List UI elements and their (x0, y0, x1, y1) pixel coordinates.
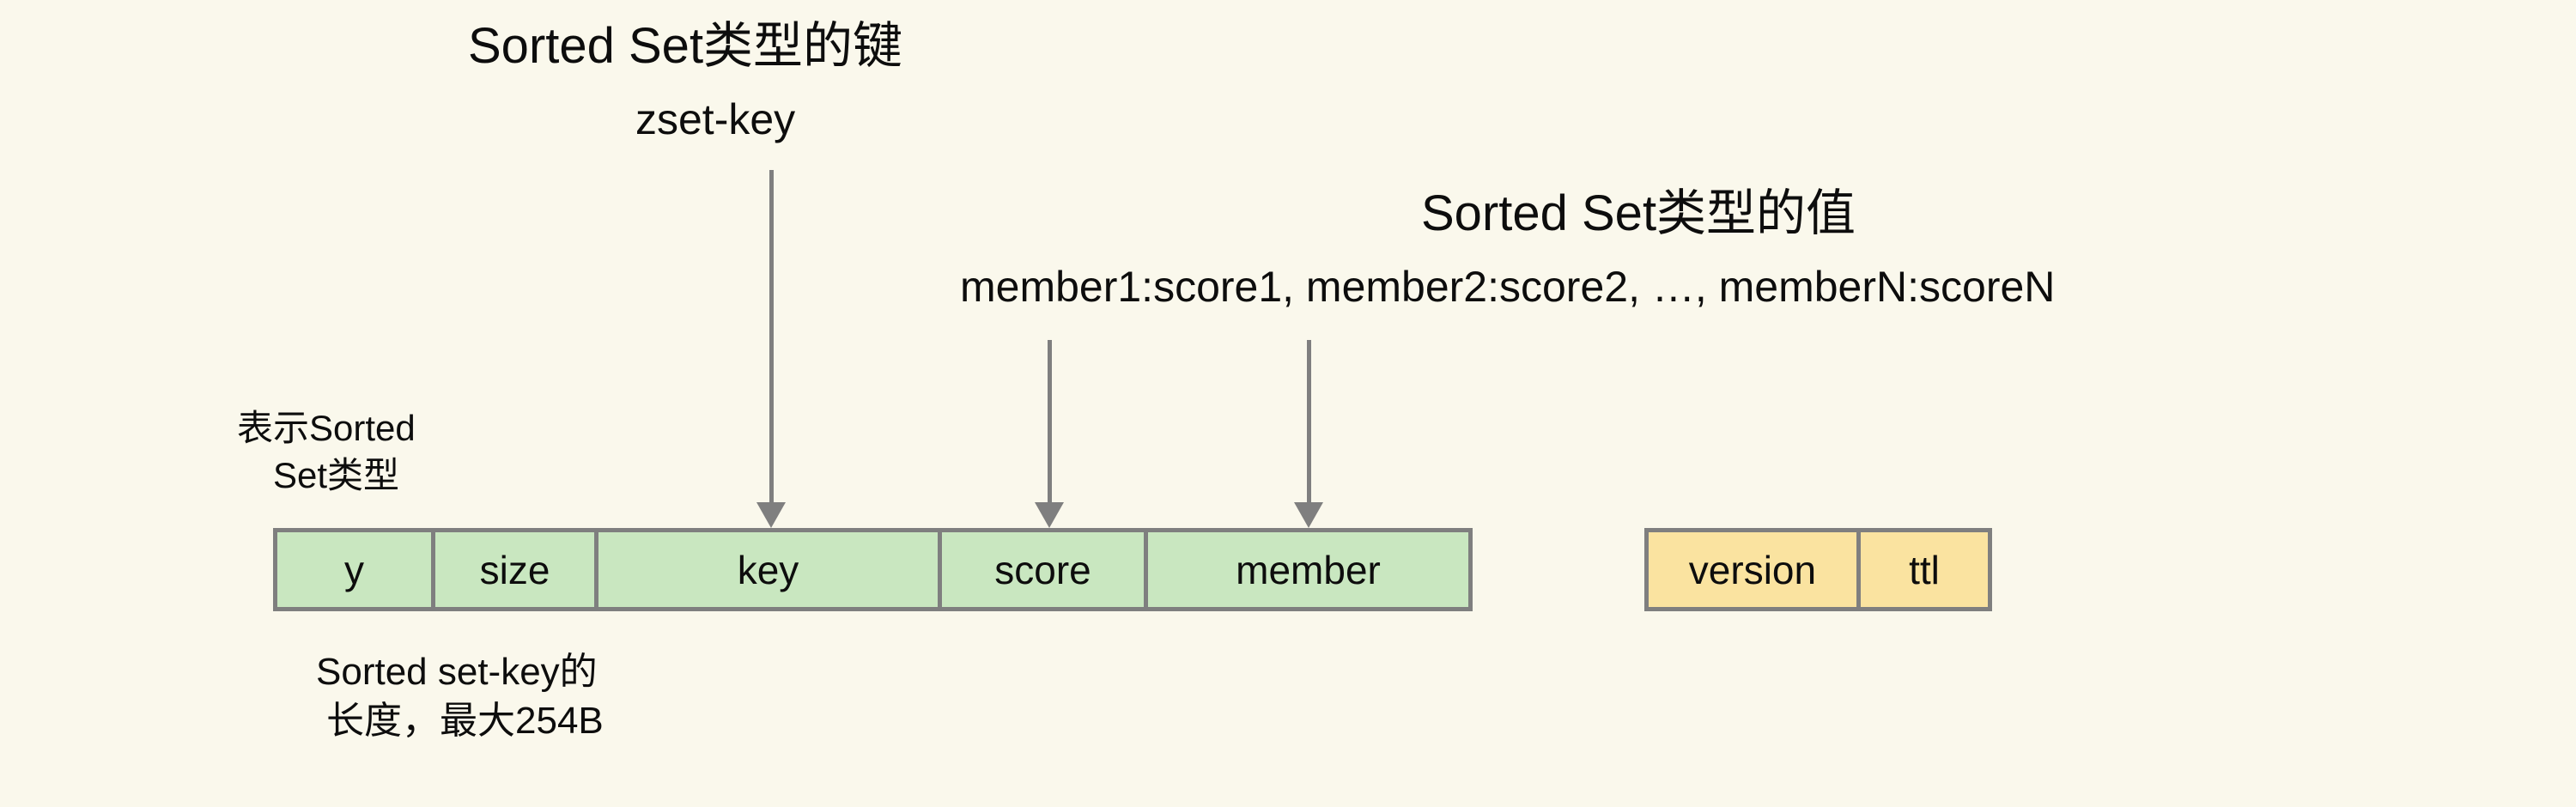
sorted-set-encoded-record: y size key score member (273, 528, 1473, 611)
type-flag-cell: y (277, 532, 435, 607)
ttl-cell: ttl (1860, 532, 1988, 607)
version-cell: version (1649, 532, 1861, 607)
key-annotation-title: Sorted Set类型的键 (468, 18, 903, 74)
type-flag-label-line1: 表示Sorted (237, 408, 416, 448)
size-caption-line2: 长度，最大254B (326, 700, 604, 742)
sorted-set-metadata-record: version ttl (1644, 528, 1992, 611)
size-caption-line1: Sorted set-key的 (316, 651, 598, 693)
key-cell: key (598, 532, 942, 607)
size-cell: size (435, 532, 598, 607)
value-annotation-title: Sorted Set类型的值 (1421, 185, 1856, 241)
value-annotation-subtitle: member1:score1, member2:score2, …, membe… (960, 263, 2056, 311)
member-cell: member (1148, 532, 1468, 607)
key-annotation-subtitle: zset-key (635, 95, 796, 143)
type-flag-label-line2: Set类型 (273, 455, 400, 495)
score-cell: score (942, 532, 1148, 607)
